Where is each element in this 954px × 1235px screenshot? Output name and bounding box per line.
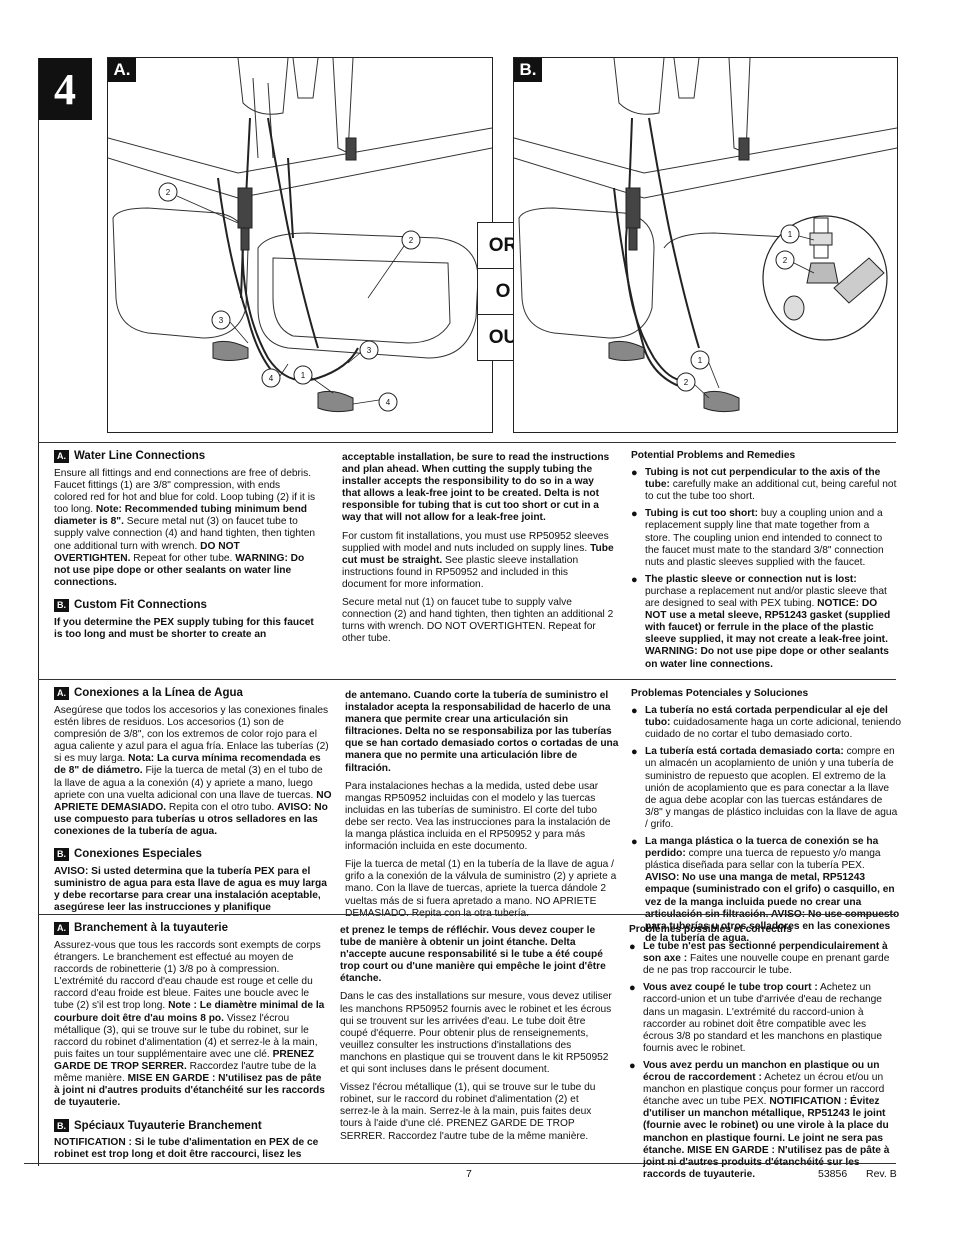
step-number: 4 [38, 58, 92, 120]
bullet-icon: ● [631, 836, 638, 849]
figure-a: A. [107, 57, 493, 433]
french-col-1: A.Branchement à la tuyauterie Assurez-vo… [54, 922, 326, 1167]
spanish-b-heading: B.Conexiones Especiales [54, 848, 332, 862]
svg-text:2: 2 [409, 236, 414, 245]
bullet-icon: ● [631, 705, 638, 718]
spanish-col-3: Problemas Potenciales y Soluciones ●La t… [631, 688, 901, 950]
spanish-custom-fit-text: Para instalaciones hechas a la medida, u… [345, 780, 611, 853]
french-a-body: Assurez-vous que tous les raccords sont … [54, 940, 325, 1109]
problem-item: ●La tubería está cortada demasiado corta… [631, 746, 898, 830]
bullet-icon: ● [631, 508, 638, 521]
left-rule [38, 58, 39, 1166]
divider-top [38, 442, 896, 443]
french-col-3: Problèmes possibles et correctifs ●Le tu… [629, 924, 899, 1186]
bullet-icon: ● [631, 746, 638, 759]
english-col-3: Potential Problems and Remedies ●Tubing … [631, 450, 897, 676]
bullet-icon: ● [631, 573, 638, 586]
english-problems-list: ●Tubing is not cut perpendicular to the … [631, 467, 897, 671]
spanish-col-1: A.Conexiones a la Línea de Agua Asegúres… [54, 687, 332, 920]
figure-b-illustration: 1 2 1 2 [514, 58, 897, 413]
svg-text:1: 1 [698, 356, 703, 365]
spanish-problems-heading: Problemas Potenciales y Soluciones [631, 688, 809, 699]
svg-text:3: 3 [219, 316, 224, 325]
spanish-a-heading: A.Conexiones a la Línea de Agua [54, 687, 332, 700]
french-b-heading: B.Spéciaux Tuyauterie Branchement [54, 1119, 326, 1133]
page-number: 7 [466, 1168, 472, 1180]
svg-text:1: 1 [301, 371, 306, 380]
french-a-heading: A.Branchement à la tuyauterie [54, 922, 326, 935]
svg-text:2: 2 [684, 378, 689, 387]
problem-item: ●Vous avez coupé le tube trop court : Ac… [629, 982, 882, 1054]
english-col-1: A.Water Line Connections Ensure all fitt… [54, 450, 316, 647]
footer-rule [24, 1163, 896, 1164]
english-problems-heading: Potential Problems and Remedies [631, 450, 796, 461]
english-b-bold-start: If you determine the PEX supply tubing f… [54, 616, 314, 641]
english-a-body: Ensure all fittings and end connections … [54, 468, 316, 588]
or-label-es: O [478, 269, 528, 315]
problem-item: ●La tubería no está cortada perpendicula… [631, 705, 901, 741]
revision: Rev. B [866, 1168, 897, 1180]
divider-mid-2 [38, 914, 896, 915]
bullet-icon: ● [629, 982, 636, 995]
english-b-bold-cont: acceptable installation, be sure to read… [342, 452, 610, 524]
document-number: 53856 [818, 1168, 848, 1180]
figure-a-label: A. [108, 58, 136, 82]
figure-a-illustration: 2 2 3 4 1 3 4 [108, 58, 492, 413]
problem-item: ●Tubing is not cut perpendicular to the … [631, 467, 897, 503]
problem-item: ●Le tube n'est pas sectionné perpendicul… [629, 941, 890, 977]
spanish-a-body: Asegúrese que todos los accesorios y las… [54, 705, 332, 837]
english-b-heading: B.Custom Fit Connections [54, 598, 316, 612]
figure-b: B. [513, 57, 898, 433]
svg-text:1: 1 [788, 230, 793, 239]
spanish-b-bold-cont: de antemano. Cuando corte la tubería de … [345, 690, 619, 774]
spanish-col-2: de antemano. Cuando corte la tubería de … [345, 690, 620, 926]
spanish-secure-text: Fije la tuerca de metal (1) en la tuberí… [345, 859, 617, 918]
bullet-icon: ● [631, 467, 638, 480]
french-problems-heading: Problèmes possibles et correctifs [629, 924, 793, 935]
french-custom-fit-text: Dans le cas des installations sur mesure… [340, 991, 612, 1076]
french-problems-list: ●Le tube n'est pas sectionné perpendicul… [629, 941, 899, 1181]
bullet-icon: ● [629, 941, 636, 954]
or-label-en: OR [478, 223, 528, 269]
spanish-b-bold-start: AVISO: Si usted determina que la tubería… [54, 866, 327, 914]
problem-item: ●Tubing is cut too short: buy a coupling… [631, 508, 884, 568]
french-secure-text: Vissez l'écrou métallique (1), qui se tr… [340, 1082, 596, 1142]
english-col-2: acceptable installation, be sure to read… [342, 452, 614, 651]
divider-mid-1 [38, 679, 896, 680]
problem-item: ●The plastic sleeve or connection nut is… [631, 573, 891, 670]
svg-text:4: 4 [386, 398, 391, 407]
svg-text:2: 2 [166, 188, 171, 197]
bullet-icon: ● [629, 1059, 636, 1072]
english-a-heading: A.Water Line Connections [54, 450, 316, 463]
svg-text:4: 4 [269, 374, 274, 383]
french-b-bold-start: NOTIFICATION : Si le tube d'alimentation… [54, 1137, 319, 1161]
svg-text:3: 3 [367, 346, 372, 355]
french-col-2: et prenez le temps de réfléchir. Vous de… [340, 925, 612, 1149]
or-label-fr: OU [488, 326, 518, 348]
svg-text:2: 2 [783, 256, 788, 265]
figure-b-label: B. [514, 58, 542, 82]
english-secure-text: Secure metal nut (1) on faucet tube to s… [342, 597, 614, 645]
problem-item: ●Vous avez perdu un manchon en plastique… [629, 1059, 890, 1180]
english-custom-fit-text: For custom fit installations, you must u… [342, 530, 614, 590]
french-b-bold-cont: et prenez le temps de réfléchir. Vous de… [340, 925, 606, 985]
spanish-problems-list: ●La tubería no está cortada perpendicula… [631, 705, 901, 945]
